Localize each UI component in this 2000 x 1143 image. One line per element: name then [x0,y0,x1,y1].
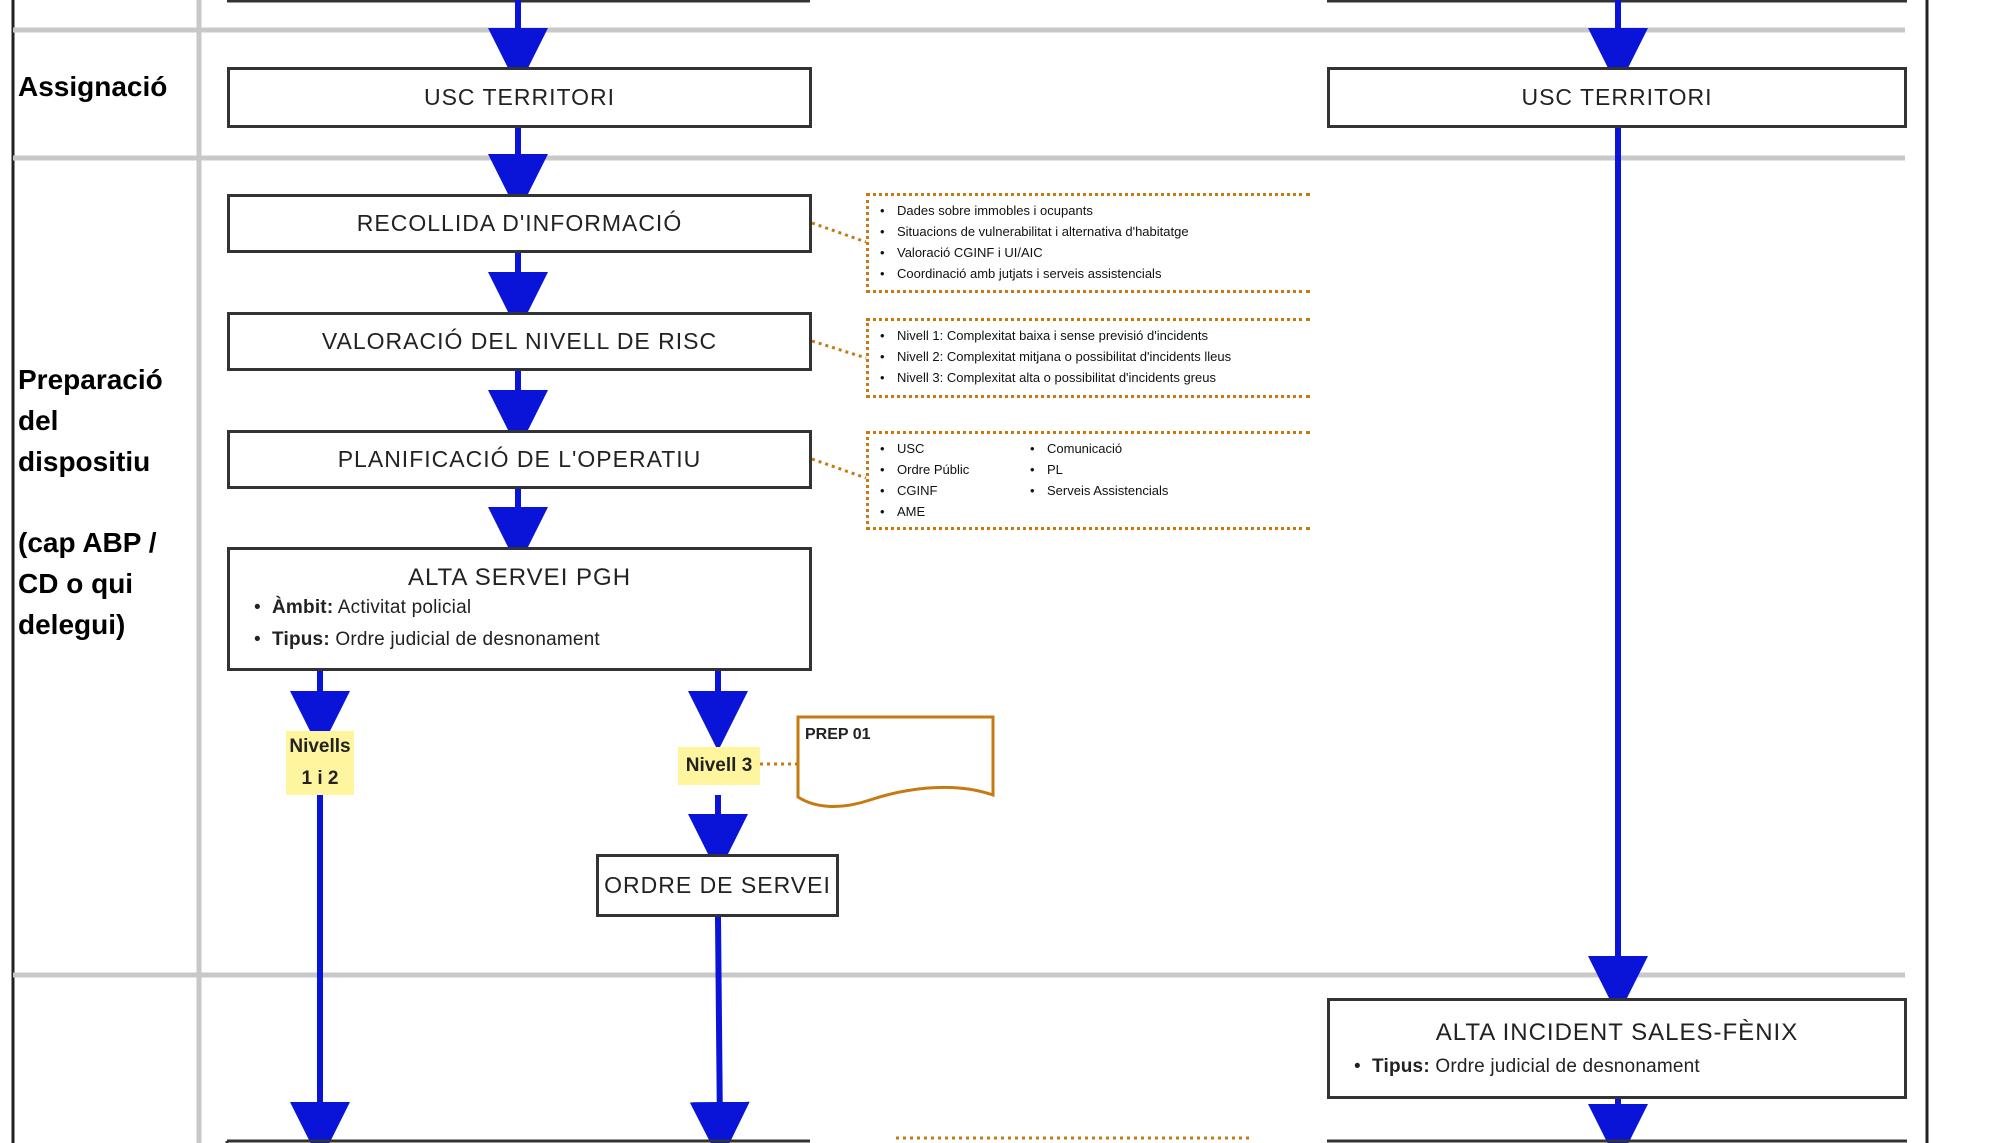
note-recollida-item: Situacions de vulnerabilitat i alternati… [875,221,1310,242]
alta-incident-title: ALTA INCIDENT SALES-FÈNIX [1435,1019,1799,1046]
valoracio-risc-box[interactable]: VALORACIÓ DEL NIVELL DE RISC [227,312,812,371]
lane-label-preparacio-line1: Preparació [18,364,163,395]
lane-label-preparacio-line3: dispositiu [18,446,151,477]
note-planificacio: USC Ordre Públic CGINF AME Comunicació P… [866,431,1310,530]
alta-servei-pgh-title: ALTA SERVEI PGH [407,564,632,591]
connector-planificacio-note [811,457,867,480]
lane-label-responsable-line2: CD o qui [18,568,134,599]
note-planificacio-col2: Comunicació PL Serveis Assistencials [1025,438,1175,522]
note-recollida-item: Coordinació amb jutjats i serveis assist… [875,263,1310,284]
note-planificacio-col1: USC Ordre Públic CGINF AME [875,438,1025,522]
note-planificacio-item: CGINF [875,480,1025,501]
tipus-value: Ordre judicial de desnonament [329,629,600,650]
lane-label-preparacio-line2: del [18,405,59,436]
ordre-servei-box[interactable]: ORDRE DE SERVEI [596,854,839,917]
lane-label-responsable-line1: (cap ABP / [18,527,157,558]
note-valoracio-item: Nivell 1: Complexitat baixa i sense prev… [875,325,1310,346]
note-recollida-item: Dades sobre immobles i ocupants [875,200,1310,221]
connector-recollida-note [811,221,867,244]
planificacio-operatiu-box[interactable]: PLANIFICACIÓ DE L'OPERATIU [227,430,812,489]
document-prep01-shape [796,715,995,808]
planificacio-operatiu-label: PLANIFICACIÓ DE L'OPERATIU [337,446,702,472]
lane-label-assignacio: Assignació [18,71,168,102]
alta-servei-tipus: Tipus: Ordre judicial de desnonament [254,624,600,656]
usc-territori-box-left[interactable]: USC TERRITORI [227,67,812,128]
tipus-label: Tipus: [272,629,330,650]
ambit-value: Activitat policial [333,597,472,618]
alta-incident-sales-fenix-box[interactable]: ALTA INCIDENT SALES-FÈNIX Tipus: Ordre j… [1327,998,1907,1099]
note-planificacio-item: Ordre Públic [875,459,1025,480]
alta-servei-ambit: Àmbit: Activitat policial [254,592,472,624]
level-nivells-1-2: Nivells 1 i 2 [286,731,354,795]
level-nivells-line1: Nivells [289,736,351,757]
recollida-informacio-label: RECOLLIDA D'INFORMACIÓ [356,210,683,236]
alta-incident-tipus-value: Ordre judicial de desnonament [1429,1056,1700,1077]
connector-valoracio-note [811,339,867,360]
usc-territori-left-label: USC TERRITORI [423,84,616,110]
note-planificacio-item: PL [1025,459,1175,480]
document-prep01-label: PREP 01 [805,726,871,743]
lane-label-responsable-line3: delegui) [18,609,126,640]
lane-label-preparacio: Preparació del dispositiu (cap ABP / CD … [18,359,163,645]
note-planificacio-item: USC [875,438,1025,459]
ambit-label: Àmbit: [272,597,334,618]
valoracio-risc-label: VALORACIÓ DEL NIVELL DE RISC [321,328,718,354]
level-nivells-line2: 1 i 2 [301,768,339,789]
note-planificacio-item: Serveis Assistencials [1025,480,1175,501]
alta-incident-tipus-label: Tipus: [1372,1056,1430,1077]
note-recollida-item: Valoració CGINF i UI/AIC [875,242,1310,263]
ordre-servei-label: ORDRE DE SERVEI [604,872,831,898]
level-nivell-3: Nivell 3 [678,747,760,785]
note-valoracio: Nivell 1: Complexitat baixa i sense prev… [866,318,1310,398]
note-planificacio-item: Comunicació [1025,438,1175,459]
note-valoracio-item: Nivell 3: Complexitat alta o possibilita… [875,367,1310,388]
note-recollida: Dades sobre immobles i ocupants Situacio… [866,193,1310,293]
note-planificacio-item: AME [875,501,1025,522]
recollida-informacio-box[interactable]: RECOLLIDA D'INFORMACIÓ [227,194,812,253]
usc-territori-box-right[interactable]: USC TERRITORI [1327,67,1907,128]
note-planificacio-columns: USC Ordre Públic CGINF AME Comunicació P… [875,438,1310,522]
note-valoracio-item: Nivell 2: Complexitat mitjana o possibil… [875,346,1310,367]
usc-territori-right-label: USC TERRITORI [1521,84,1713,110]
alta-incident-tipus: Tipus: Ordre judicial de desnonament [1354,1051,1700,1083]
arrow-ordre-down [689,916,750,1143]
alta-servei-pgh-box[interactable]: ALTA SERVEI PGH Àmbit: Activitat policia… [227,547,812,671]
